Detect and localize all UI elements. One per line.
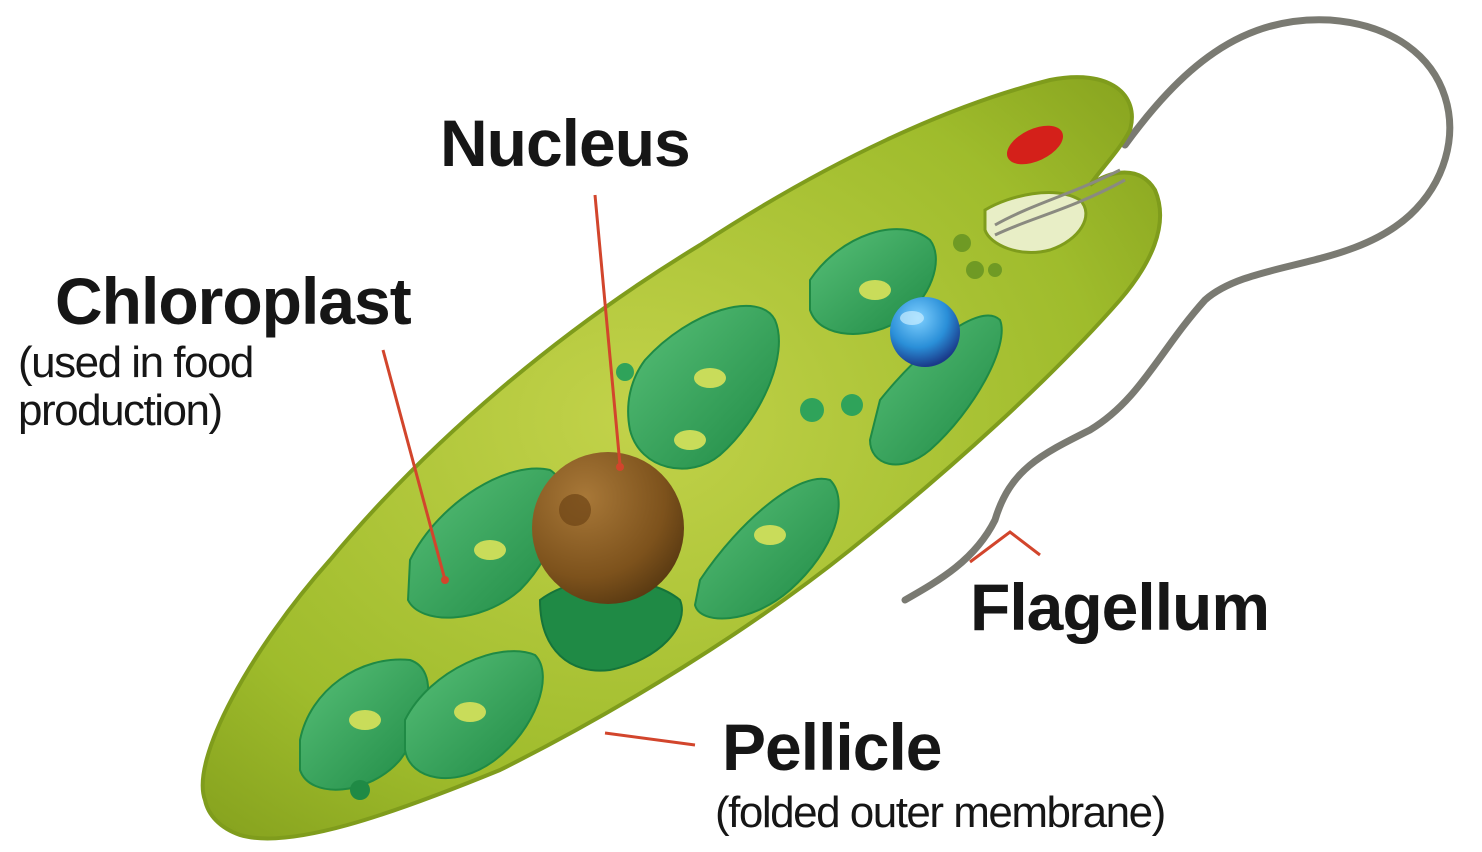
chloroplast-note-line2: production)	[18, 388, 222, 434]
granule	[616, 363, 634, 381]
contractile-vacuole	[890, 297, 960, 367]
granule	[988, 263, 1002, 277]
chloroplast-label: Chloroplast	[55, 266, 411, 336]
pellicle-label: Pellicle	[722, 712, 942, 782]
pellicle-note: (folded outer membrane)	[715, 790, 1165, 836]
pyrenoid	[454, 702, 486, 722]
pyrenoid	[754, 525, 786, 545]
granule	[800, 398, 824, 422]
pyrenoid	[474, 540, 506, 560]
pyrenoid	[694, 368, 726, 388]
nucleus	[532, 452, 684, 604]
pyrenoid	[859, 280, 891, 300]
nucleolus	[559, 494, 591, 526]
granule	[350, 780, 370, 800]
pyrenoid	[674, 430, 706, 450]
vacuole-highlight	[900, 311, 924, 325]
chloroplast-note-line1: (used in food	[18, 340, 253, 386]
nucleus-label: Nucleus	[440, 108, 690, 178]
flagellum-label: Flagellum	[970, 572, 1269, 642]
pyrenoid	[349, 710, 381, 730]
granule	[966, 261, 984, 279]
granule	[953, 234, 971, 252]
pellicle-leader	[605, 733, 695, 745]
nucleus-leader-dot	[616, 463, 624, 471]
chloroplast-leader-dot	[441, 576, 449, 584]
granule	[841, 394, 863, 416]
